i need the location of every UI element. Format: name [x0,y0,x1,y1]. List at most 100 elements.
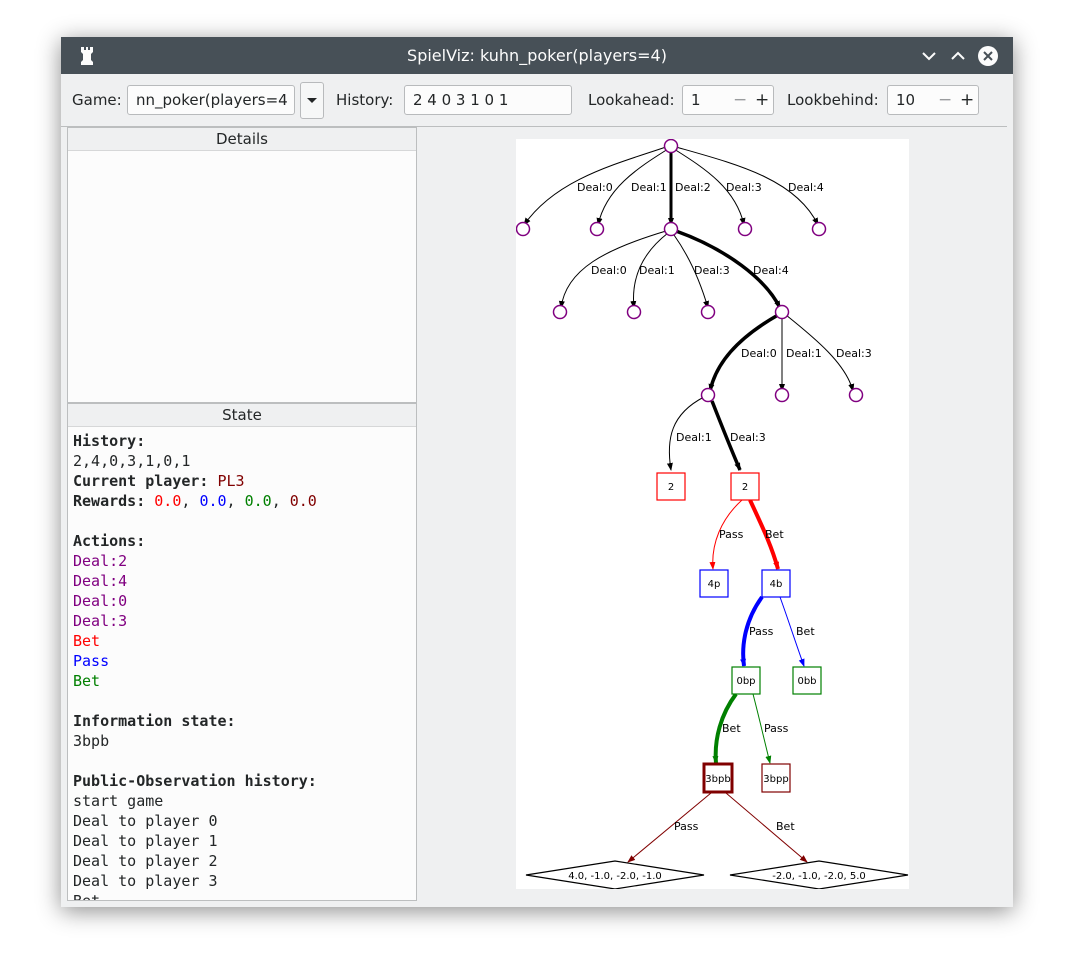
node-label: 3bpb [705,774,730,785]
lookahead-spinbox[interactable]: 1 − + [682,85,774,115]
tree-edge-label: Deal:1 [639,264,675,277]
state-text[interactable]: History: 2,4,0,3,1,0,1 Current player: P… [68,427,416,901]
player2-node [792,666,822,695]
tree-edge-label: Deal:1 [676,431,712,444]
tree-edge [675,146,819,226]
player1-node [699,569,729,598]
current-player-heading: Current player: [73,472,209,490]
chance-node [663,138,679,154]
game-dropdown-button[interactable] [300,82,324,119]
tree-edge [666,396,705,471]
tree-edge [627,792,712,863]
chance-node [774,387,790,403]
tree-edge-label: Deal:4 [788,181,824,194]
tree-edge-label: Deal:3 [726,181,762,194]
public-observation-heading: Public-Observation history: [73,772,317,790]
action-item: Deal:3 [73,612,128,630]
information-state-value: 3bpb [73,732,110,750]
close-icon[interactable] [977,45,999,67]
tree-edge [523,146,667,226]
title-bar[interactable]: SpielViz: kuhn_poker(players=4) [61,37,1013,74]
tree-edge [558,230,667,309]
player3-current-node [702,762,734,794]
chance-node [700,387,716,403]
tree-edge-label: Deal:1 [786,347,822,360]
node-label: 0bp [736,676,755,687]
action-item: Bet [73,672,101,690]
node-label: 4b [770,579,783,590]
lookahead-increment-button[interactable]: + [755,90,770,110]
rewards-heading: Rewards: [73,492,146,510]
observation-item: start game [73,792,164,810]
maximize-chevron-icon[interactable] [947,45,969,67]
app-window: SpielViz: kuhn_poker(players=4) Game: nn… [61,37,1013,907]
game-tree-graph: Deal:0 Deal:1 Deal:2 Deal:3 Deal:4 Deal:… [515,138,909,890]
observation-item: Deal to player 2 [73,852,218,870]
terminal-node-label: -2.0, -1.0, -2.0, 5.0 [772,871,866,882]
tree-edge [708,313,779,392]
lookahead-label: Lookahead: [588,91,675,109]
reward-player-0: 0.0 [154,492,182,510]
chance-node [811,221,827,237]
tree-edge [779,596,805,667]
lookbehind-decrement-button[interactable]: − [938,90,953,110]
chance-node [552,304,568,320]
chevron-down-icon [307,98,317,103]
node-label: 2 [742,482,748,493]
game-tree-view[interactable]: Deal:0 Deal:1 Deal:2 Deal:3 Deal:4 Deal:… [515,138,909,890]
chance-node [663,221,679,237]
player3-node [761,763,791,793]
tree-edge-label: Deal:3 [836,347,872,360]
tree-edge-label: Deal:3 [694,264,730,277]
tree-edge-label: Bet [722,722,741,735]
tree-edge-label: Deal:1 [631,181,667,194]
terminal-node [525,860,705,890]
history-heading: History: [73,432,146,450]
reward-player-3: 0.0 [289,492,317,510]
tree-edge-label: Pass [719,528,744,541]
chance-node [626,304,642,320]
node-label: 3bpp [763,774,788,785]
current-player-value: PL3 [217,472,245,490]
tree-edge [709,499,743,570]
tree-edge-label: Pass [674,820,699,833]
tree-edge [675,229,782,309]
player2-node [731,666,761,695]
player0-node [656,472,686,501]
tree-edge-label: Deal:4 [753,264,789,277]
lookahead-decrement-button[interactable]: − [733,90,748,110]
action-item: Deal:4 [73,572,128,590]
tree-edge [748,499,780,570]
game-combo-input[interactable]: nn_poker(players=4 [127,85,295,115]
reward-player-1: 0.0 [199,492,227,510]
tree-edge-label: Bet [796,625,815,638]
history-label: History: [336,91,394,109]
chess-rook-icon [81,47,93,65]
minimize-chevron-icon[interactable] [918,45,940,67]
lookbehind-value: 10 [896,91,916,109]
history-value: 2,4,0,3,1,0,1 [73,452,191,470]
node-label: 4p [708,579,721,590]
chance-node [700,304,716,320]
player0-node [730,472,760,501]
lookbehind-increment-button[interactable]: + [960,90,975,110]
tree-edge-label: Bet [776,820,795,833]
tree-edge-label: Pass [764,722,789,735]
lookbehind-spinbox[interactable]: 10 − + [887,85,979,115]
tree-edge-label: Bet [765,528,784,541]
details-panel: Details [67,127,417,403]
game-label: Game: [72,91,122,109]
tree-edge-label: Pass [749,625,774,638]
reward-player-2: 0.0 [244,492,272,510]
chance-node [515,221,531,237]
player1-node [761,569,791,598]
observation-item: Bet [73,892,101,901]
tree-edge [740,595,764,667]
tree-edge-label: Deal:3 [730,431,766,444]
history-input[interactable]: 2 4 0 3 1 0 1 [404,85,572,115]
observation-item: Deal to player 1 [73,832,218,850]
observation-item: Deal to player 3 [73,872,218,890]
actions-heading: Actions: [73,532,146,550]
state-panel: State History: 2,4,0,3,1,0,1 Current pla… [67,403,417,901]
tree-edge [785,314,855,392]
